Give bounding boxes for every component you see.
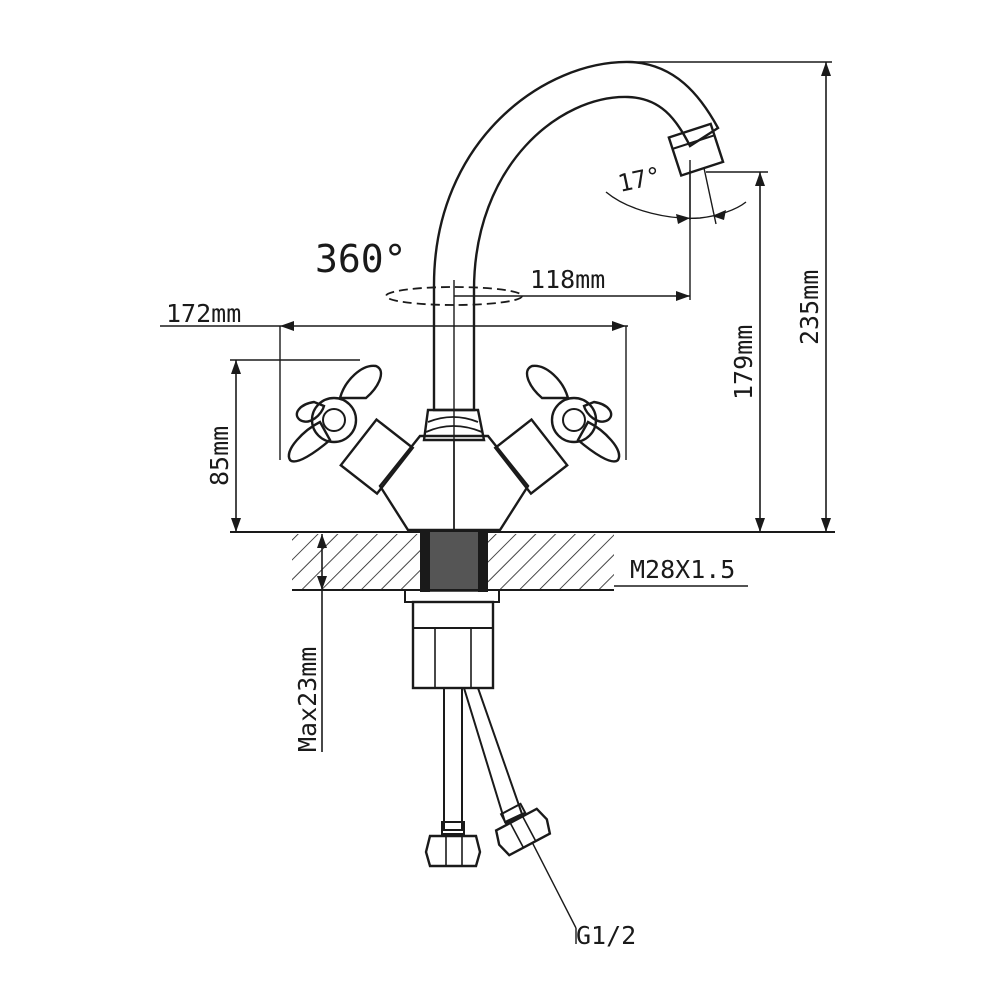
supply-hoses <box>424 687 552 868</box>
mounting-shank <box>404 532 500 690</box>
handle-height-label: 85mm <box>205 426 234 486</box>
spout-reach-label: 118mm <box>530 265 605 294</box>
handle-span-label: 172mm <box>166 299 241 328</box>
countertop <box>230 531 835 591</box>
swivel-angle-label: 360° <box>315 237 407 281</box>
spout <box>385 60 725 412</box>
dimension-lines <box>160 61 832 944</box>
max-countertop-label: Max23mm <box>293 647 322 752</box>
left-handle <box>287 364 415 496</box>
tilt-angle-label: 17° <box>615 161 663 197</box>
hose-connection-label: G1/2 <box>576 921 636 950</box>
total-height-label: 235mm <box>795 270 824 345</box>
right-handle <box>493 364 621 496</box>
spout-clearance-label: 179mm <box>729 325 758 400</box>
mount-thread-label: M28X1.5 <box>630 555 735 584</box>
